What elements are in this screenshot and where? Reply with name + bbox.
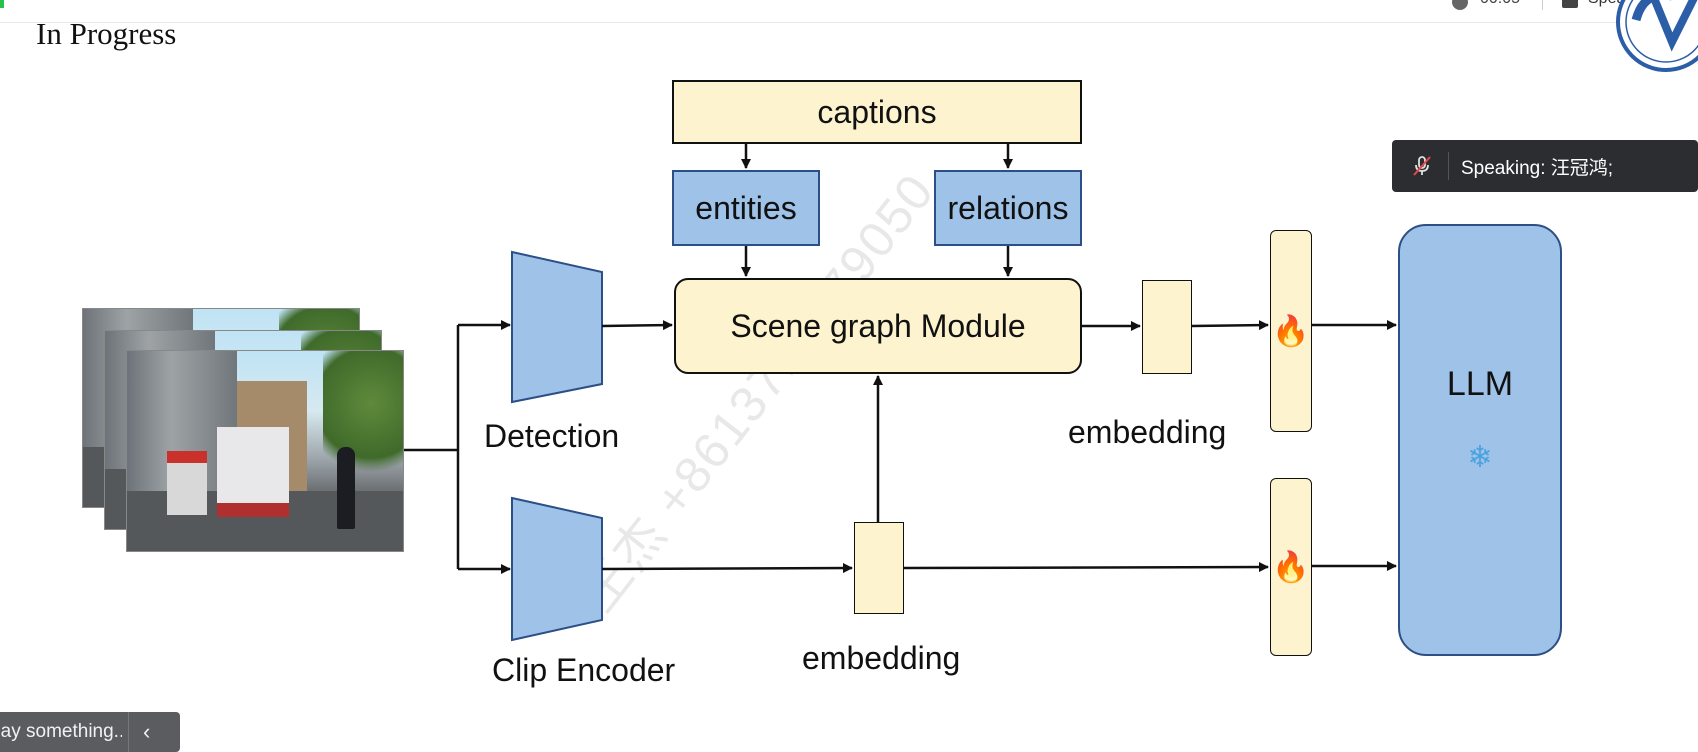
scene-embedding-block — [1142, 280, 1192, 374]
chat-input-bar[interactable]: Say something... ‹ — [0, 712, 180, 752]
detection-label: Detection — [484, 418, 620, 454]
input-image-frame-3 — [126, 350, 404, 552]
llm-label: LLM — [1446, 365, 1514, 403]
meeting-timer: 00:05 — [1480, 0, 1520, 8]
fire-icon: 🔥 — [1272, 314, 1310, 348]
speaking-divider — [1448, 152, 1449, 180]
detection-encoder-shape — [511, 250, 603, 404]
clip-encoder-shape — [511, 496, 603, 642]
university-logo-icon — [1616, 0, 1698, 72]
trainable-adapter-bottom: 🔥 — [1270, 478, 1312, 656]
slide-title: In Progress — [36, 16, 177, 51]
embedding-label-top: embedding — [1068, 414, 1227, 450]
speaking-text: Speaking: 汪冠鸿; — [1461, 157, 1614, 179]
trainable-adapter-top: 🔥 — [1270, 230, 1312, 432]
speaking-indicator: Speaking: 汪冠鸿; — [1392, 140, 1698, 192]
captions-box: captions — [672, 80, 1082, 144]
embedding-label-bottom: embedding — [802, 640, 961, 676]
relations-box: relations — [934, 170, 1082, 246]
speaker-view-icon[interactable] — [1562, 0, 1578, 8]
llm-box: LLM ❄ — [1398, 224, 1562, 656]
chevron-left-icon[interactable]: ‹ — [143, 719, 151, 744]
chat-input[interactable]: Say something... — [0, 721, 122, 742]
recording-indicator — [0, 0, 4, 8]
topbar-divider — [1542, 0, 1543, 10]
timer-icon — [1452, 0, 1468, 10]
mic-muted-icon — [1413, 156, 1431, 176]
snowflake-icon: ❄ — [1467, 441, 1493, 474]
meeting-top-bar — [0, 0, 1698, 23]
entities-box: entities — [672, 170, 820, 246]
clip-encoder-label: Clip Encoder — [492, 652, 676, 688]
scene-graph-module-box: Scene graph Module — [674, 278, 1082, 374]
fire-icon: 🔥 — [1272, 550, 1310, 584]
clip-embedding-block — [854, 522, 904, 614]
chat-divider — [128, 712, 129, 752]
